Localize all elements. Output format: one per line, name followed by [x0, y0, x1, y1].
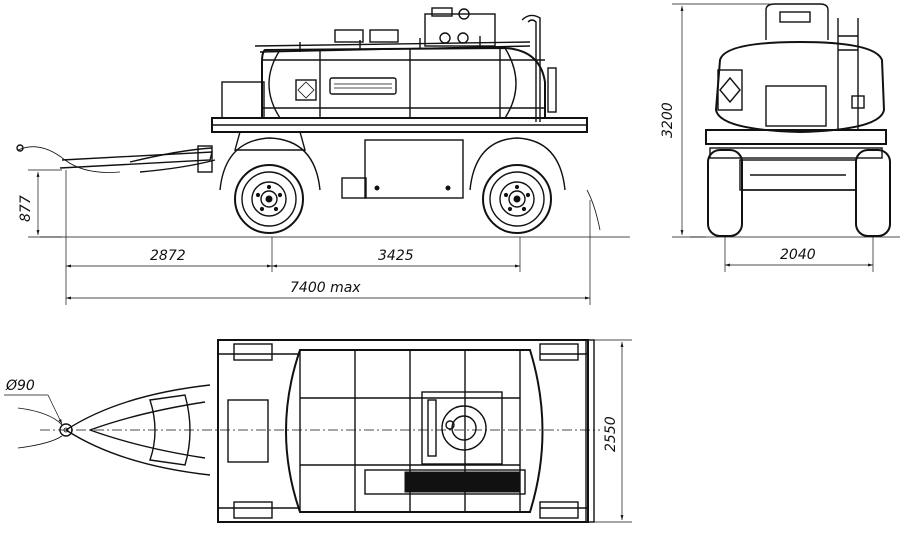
- overall-width-label: 2550: [603, 416, 619, 452]
- top-view: [17, 339, 600, 523]
- rear-dimensions: 3200 2040: [660, 3, 874, 272]
- coupling-height-label: 877: [18, 195, 34, 222]
- track-width-label: 2040: [780, 247, 816, 263]
- rear-view: [690, 3, 900, 238]
- top-dimensions: 2550 Ø90: [4, 339, 632, 523]
- overall-length-label: 7400 max: [290, 280, 361, 296]
- tongue-to-axle-label: 2872: [150, 248, 186, 264]
- side-view: [16, 7, 630, 238]
- side-dimensions: 877 2872 3425 7400 max: [18, 169, 591, 305]
- wheelbase-label: 3425: [378, 248, 414, 264]
- overall-height-label: 3200: [660, 102, 676, 138]
- eye-diameter-label: Ø90: [5, 378, 35, 394]
